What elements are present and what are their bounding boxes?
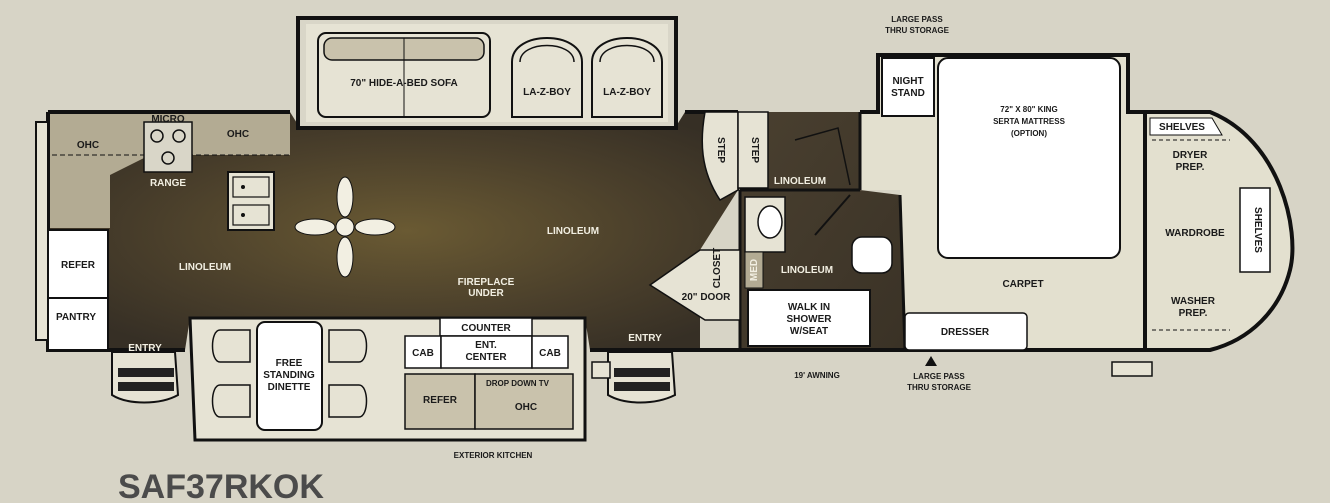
jack-icon xyxy=(1111,361,1153,377)
exterior-ohc-label: OHC xyxy=(515,402,537,413)
awning-label: 19' AWNING xyxy=(794,371,840,380)
carpet-label: CARPET xyxy=(1002,279,1043,290)
rear-closet-floor xyxy=(1145,112,1293,350)
shelves-top-label: SHELVES xyxy=(1159,122,1205,133)
bedroom: NIGHT STAND 72" X 80" KING SERTA MATTRES… xyxy=(881,57,1121,351)
dresser xyxy=(904,312,1028,351)
door-swing xyxy=(794,127,851,186)
toilet xyxy=(851,236,893,274)
sofa: 70" HIDE-A-BED SOFA xyxy=(317,32,491,118)
burner-icon xyxy=(150,129,164,143)
counter-label: COUNTER xyxy=(461,323,511,334)
entry-left: ENTRY xyxy=(111,343,180,404)
micro-label: MICRO xyxy=(151,114,185,125)
ceiling-fan-icon xyxy=(294,176,396,278)
closet-label: CLOSET xyxy=(712,248,723,289)
walk-in-shower xyxy=(747,289,871,347)
dinette-slideout: FREE STANDING DINETTE COUNTER CAB ENT. C… xyxy=(188,316,587,442)
linoleum-bath-label: LINOLEUM xyxy=(781,265,833,276)
med-label: MED xyxy=(749,259,760,281)
ohc-left-label: OHC xyxy=(77,140,99,151)
range-label: RANGE xyxy=(150,178,186,189)
cab-right xyxy=(531,335,569,369)
dryer-prep-label-2: PREP. xyxy=(1176,162,1205,173)
cab-left-label: CAB xyxy=(412,348,434,359)
door-20-label: 20" DOOR xyxy=(682,292,731,303)
lazboy-label-2: LA-Z-BOY xyxy=(603,87,651,98)
large-pass-bottom-label-1: LARGE PASS xyxy=(913,372,965,381)
refrigerator xyxy=(47,229,109,299)
pantry-label: PANTRY xyxy=(56,312,96,323)
large-pass-bottom-label-2: THRU STORAGE xyxy=(907,383,972,392)
washer-prep-label-1: WASHER xyxy=(1171,296,1216,307)
side-shelves xyxy=(1239,187,1271,273)
dinette-chairs xyxy=(211,329,368,418)
ent-center-label-1: ENT. xyxy=(475,340,497,351)
rear-closet: SHELVES DRYER PREP. WARDROBE SHELVES WAS… xyxy=(1149,117,1271,331)
exterior-ohc xyxy=(474,373,574,430)
dinette-label-line-3: DINETTE xyxy=(268,382,311,393)
shelves-side-label: SHELVES xyxy=(1252,207,1263,253)
closet xyxy=(648,249,741,321)
lazboy-chair-1: LA-Z-BOY xyxy=(511,37,583,118)
refer-label: REFER xyxy=(61,260,96,271)
lazboy-label-1: LA-Z-BOY xyxy=(523,87,571,98)
dryer-prep-label-1: DRYER xyxy=(1173,150,1208,161)
exterior-refer xyxy=(404,373,476,430)
night-stand-label-1: NIGHT xyxy=(892,76,923,87)
jack-icon xyxy=(591,361,611,379)
ohc-mid-label: OHC xyxy=(227,129,249,140)
night-stand-label-2: STAND xyxy=(891,88,925,99)
kitchen-counter xyxy=(48,112,290,228)
door-swing xyxy=(814,194,851,236)
sofa-label: 70" HIDE-A-BED SOFA xyxy=(350,78,458,89)
washer-prep-label-2: PREP. xyxy=(1179,308,1208,319)
linoleum-kitchen-label: LINOLEUM xyxy=(179,262,231,273)
pantry xyxy=(47,297,109,351)
shower-label-3: W/SEAT xyxy=(790,326,828,337)
arrow-up-icon xyxy=(925,356,937,366)
step-label-1: STEP xyxy=(715,137,726,163)
entry-right-label: ENTRY xyxy=(628,333,662,344)
exterior-refer-label: REFER xyxy=(423,395,458,406)
shower-label-2: SHOWER xyxy=(787,314,833,325)
dresser-label: DRESSER xyxy=(941,327,990,338)
cab-right-label: CAB xyxy=(539,348,561,359)
ent-center-label-2: CENTER xyxy=(465,352,507,363)
mattress-label-2: SERTA MATTRESS xyxy=(993,117,1066,126)
fireplace-label-1: FIREPLACE xyxy=(458,277,515,288)
lazboy-chair-2: LA-Z-BOY xyxy=(591,37,663,118)
bathroom: MED LINOLEUM LINOLEUM WALK IN SHOWER W/S… xyxy=(744,127,893,347)
linoleum-living-label: LINOLEUM xyxy=(547,226,599,237)
entry-left-label: ENTRY xyxy=(128,343,162,354)
large-pass-top-label-1: LARGE PASS xyxy=(891,15,943,24)
dinette-table xyxy=(256,321,323,431)
model-name: SAF37RKOK xyxy=(118,468,324,503)
wardrobe-label: WARDROBE xyxy=(1165,228,1225,239)
linoleum-hall-label: LINOLEUM xyxy=(774,176,826,187)
burner-icon xyxy=(172,129,186,143)
burner-icon xyxy=(161,151,175,165)
kitchen: OHC OHC MICRO RANGE REFER PANTRY LINOLEU… xyxy=(47,114,290,351)
cab-left xyxy=(404,335,442,369)
dinette-label-line-2: STANDING xyxy=(263,370,315,381)
mattress-label-3: (OPTION) xyxy=(1011,129,1047,138)
dinette-label-line-1: FREE xyxy=(276,358,303,369)
mattress-label-1: 72" X 80" KING xyxy=(1000,105,1057,114)
kitchen-sink xyxy=(227,171,275,231)
entry-right: ENTRY xyxy=(607,333,677,404)
steps: STEP STEP xyxy=(701,111,769,201)
fireplace-label-2: UNDER xyxy=(468,288,504,299)
exterior-kitchen-label: EXTERIOR KITCHEN xyxy=(454,451,533,460)
shower-label-1: WALK IN xyxy=(788,302,830,313)
king-mattress xyxy=(937,57,1121,259)
large-pass-top-label-2: THRU STORAGE xyxy=(885,26,950,35)
step-label-2: STEP xyxy=(749,137,760,163)
night-stand xyxy=(881,57,935,117)
drop-down-tv-label: DROP DOWN TV xyxy=(486,379,550,388)
front-wall-cap xyxy=(35,121,49,341)
